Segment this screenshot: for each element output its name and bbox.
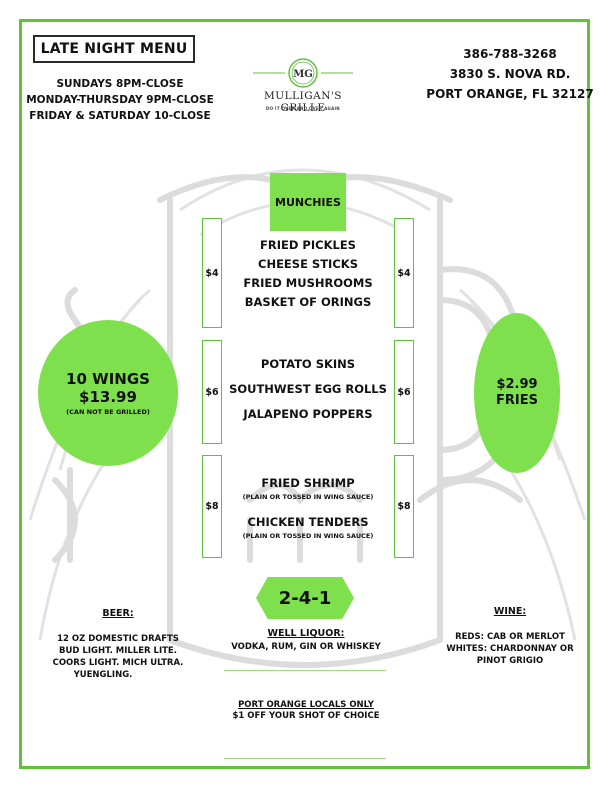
wings-title: 10 WINGS: [66, 370, 150, 388]
beer-section: BEER: 12 OZ DOMESTIC DRAFTS BUD LIGHT. M…: [30, 608, 206, 681]
menu-title: LATE NIGHT MENU: [33, 35, 195, 63]
menu-item: CHEESE STICKS: [258, 257, 358, 271]
contact-block: 386-788-3268 3830 S. NOVA RD. PORT ORANG…: [420, 44, 600, 104]
fries-price: $2.99: [496, 377, 538, 392]
menu-item: POTATO SKINS: [260, 357, 356, 371]
munchies-group-4: FRIED PICKLES CHEESE STICKS FRIED MUSHRO…: [222, 236, 394, 312]
menu-item-note: (PLAIN OR TOSSED IN WING SAUCE): [242, 532, 374, 540]
wine-line: PINOT GRIGIO: [476, 656, 544, 666]
well-text: VODKA, RUM, GIN OR WHISKEY: [231, 642, 381, 652]
munchies-heading: MUNCHIES: [270, 173, 346, 231]
price-tag-left: $8: [202, 455, 222, 558]
fries-special: $2.99 FRIES: [474, 313, 560, 473]
beer-line: YUENGLING.: [73, 670, 133, 680]
menu-item: BASKET OF ORINGS: [244, 295, 372, 309]
beer-heading: BEER:: [102, 608, 134, 619]
locals-text: $1 OFF YOUR SHOT OF CHOICE: [232, 711, 380, 721]
divider: [224, 758, 386, 759]
monogram-badge-icon: MG: [253, 58, 353, 88]
city-address: PORT ORANGE, FL 32127: [426, 87, 594, 101]
beer-line: COORS LIGHT. MICH ULTRA.: [52, 658, 184, 668]
wings-special: 10 WINGS $13.99 (CAN NOT BE GRILLED): [38, 320, 178, 466]
price-tag-right: $6: [394, 340, 414, 444]
menu-item: CHICKEN TENDERS: [247, 515, 369, 529]
menu-item: JALAPENO POPPERS: [243, 407, 373, 421]
promo-badge: 2-4-1: [256, 577, 354, 619]
wine-heading: WINE:: [493, 606, 527, 617]
well-liquor-section: WELL LIQUOR: VODKA, RUM, GIN OR WHISKEY: [214, 628, 398, 653]
logo-tagline: DO IT OVER AND OVER AGAIN: [266, 106, 340, 111]
price-tag-right: $4: [394, 218, 414, 328]
wine-section: WINE: REDS: CAB OR MERLOT WHITES: CHARDO…: [430, 606, 590, 667]
beer-line: BUD LIGHT. MILLER LITE.: [59, 646, 177, 656]
hours-line: MONDAY-THURSDAY 9PM-CLOSE: [26, 94, 214, 106]
munchies-group-6: POTATO SKINS SOUTHWEST EGG ROLLS JALAPEN…: [222, 355, 394, 424]
divider: [224, 670, 386, 671]
price-tag-left: $6: [202, 340, 222, 444]
hours-line: FRIDAY & SATURDAY 10-CLOSE: [29, 110, 211, 122]
well-heading: WELL LIQUOR:: [267, 628, 345, 639]
munchies-group-8: FRIED SHRIMP (PLAIN OR TOSSED IN WING SA…: [222, 474, 394, 540]
wings-price: $13.99: [79, 388, 137, 406]
beer-line: 12 OZ DOMESTIC DRAFTS: [57, 634, 179, 644]
page-border: [19, 19, 590, 769]
hours-line: SUNDAYS 8PM-CLOSE: [56, 78, 184, 90]
price-tag-right: $8: [394, 455, 414, 558]
menu-item: SOUTHWEST EGG ROLLS: [229, 382, 387, 396]
wine-line: REDS: CAB OR MERLOT: [455, 632, 565, 642]
menu-item: FRIED PICKLES: [260, 238, 356, 252]
phone-number: 386-788-3268: [463, 47, 557, 61]
logo-name: MULLIGAN'S GRILLE: [264, 90, 342, 114]
street-address: 3830 S. NOVA RD.: [449, 67, 571, 81]
menu-item: FRIED MUSHROOMS: [243, 276, 373, 290]
fries-label: FRIES: [496, 393, 538, 408]
locals-section: PORT ORANGE LOCALS ONLY $1 OFF YOUR SHOT…: [214, 700, 398, 722]
wings-note: (CAN NOT BE GRILLED): [66, 408, 150, 416]
locals-heading: PORT ORANGE LOCALS ONLY: [238, 700, 374, 710]
menu-item: FRIED SHRIMP: [261, 476, 355, 490]
hours-block: SUNDAYS 8PM-CLOSE MONDAY-THURSDAY 9PM-CL…: [20, 76, 220, 124]
logo-monogram: MG: [293, 69, 313, 80]
price-tag-left: $4: [202, 218, 222, 328]
menu-item-note: (PLAIN OR TOSSED IN WING SAUCE): [242, 493, 374, 501]
wine-line: WHITES: CHARDONNAY OR: [446, 644, 574, 654]
